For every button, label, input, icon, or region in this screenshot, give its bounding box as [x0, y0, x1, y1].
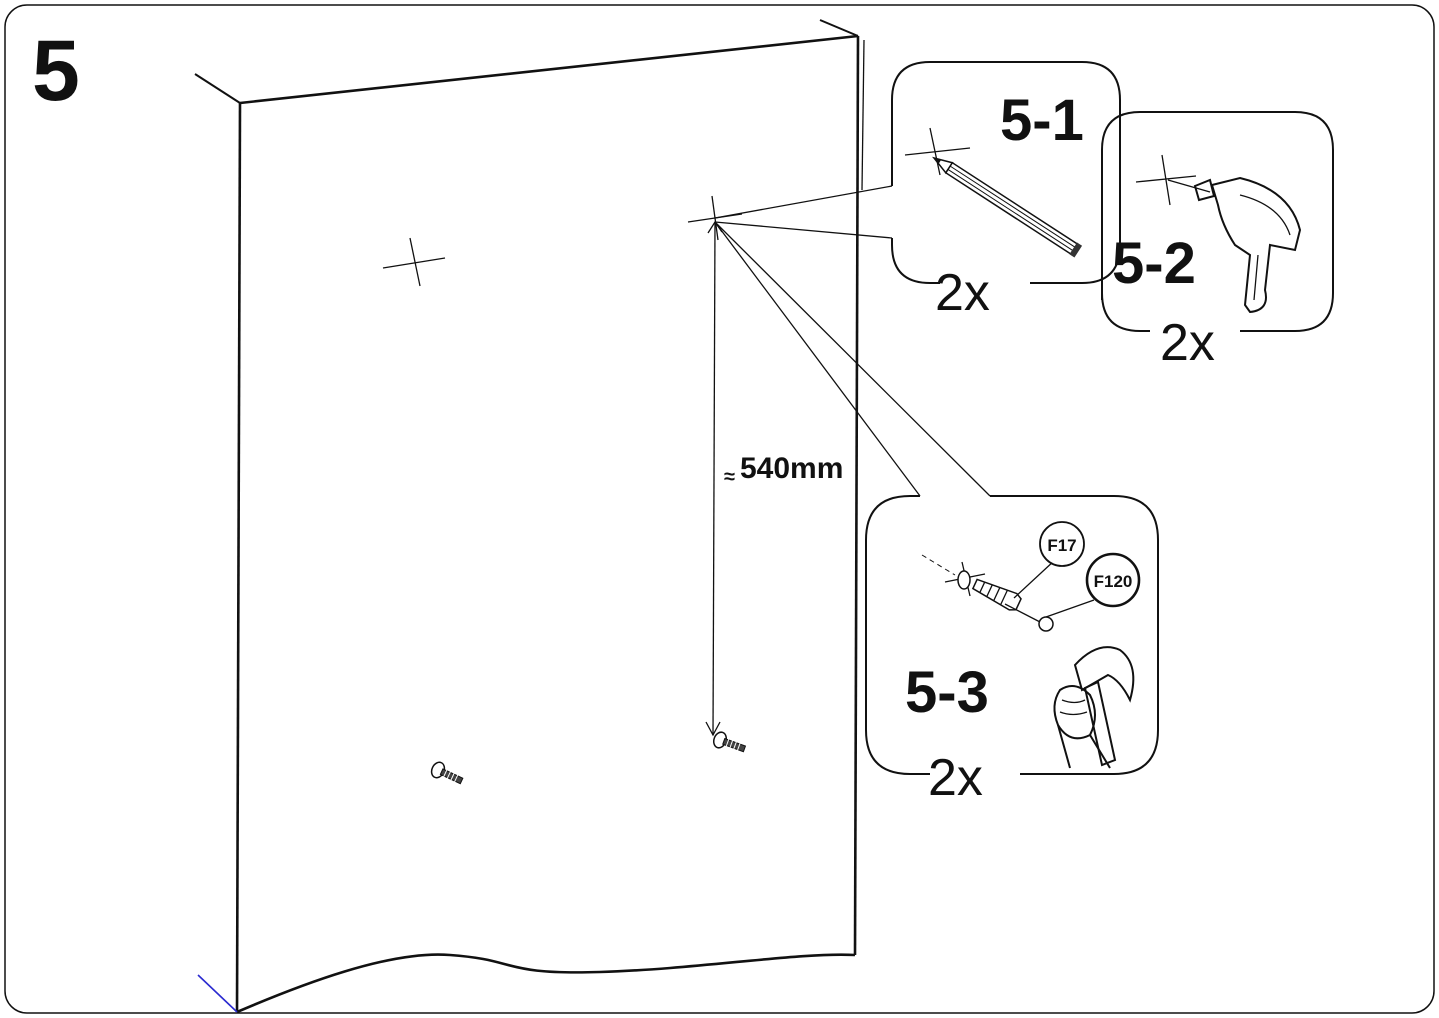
- crosshair-mark-left: [382, 237, 446, 287]
- substep-5-1-label: 5-1: [1000, 88, 1084, 153]
- part-f120-bubble: [1085, 552, 1141, 608]
- hammer-icon: [1053, 646, 1135, 769]
- substep-5-2-quantity: 2x: [1160, 314, 1215, 372]
- substep-5-2-panel: 5-2 2x: [1101, 111, 1334, 372]
- part-f17-label: F17: [1047, 536, 1076, 555]
- substep-5-3-quantity: 2x: [928, 749, 983, 807]
- callout-line-5-3: [714, 221, 991, 497]
- wall-plug-icon: [971, 578, 1022, 611]
- callout-line-5-1: [714, 185, 893, 239]
- screw-hook-icon: [1004, 603, 1054, 632]
- pencil-icon: [932, 156, 1083, 258]
- measurement-label: 540mm: [740, 452, 843, 485]
- substep-5-2-label: 5-2: [1112, 231, 1196, 296]
- screw-icon: [712, 731, 747, 753]
- substep-5-3-panel: 5-3 2x F17 F120: [865, 495, 1159, 807]
- step-number: 5: [32, 23, 80, 119]
- part-f17-bubble: [1039, 521, 1085, 567]
- drill-icon: [1167, 176, 1302, 314]
- dimension-arrow: [705, 220, 723, 737]
- substep-5-1-quantity: 2x: [935, 264, 990, 322]
- screw-icon: [430, 761, 464, 785]
- substep-5-3-label: 5-3: [905, 660, 989, 725]
- wall-panel: [194, 19, 865, 1014]
- substep-5-1-panel: 5-1 2x: [891, 61, 1121, 322]
- corner-accent: [197, 974, 238, 1013]
- measurement-approx-symbol: ≈: [724, 466, 735, 488]
- part-f120-label: F120: [1094, 572, 1133, 591]
- page-frame: [4, 4, 1435, 1014]
